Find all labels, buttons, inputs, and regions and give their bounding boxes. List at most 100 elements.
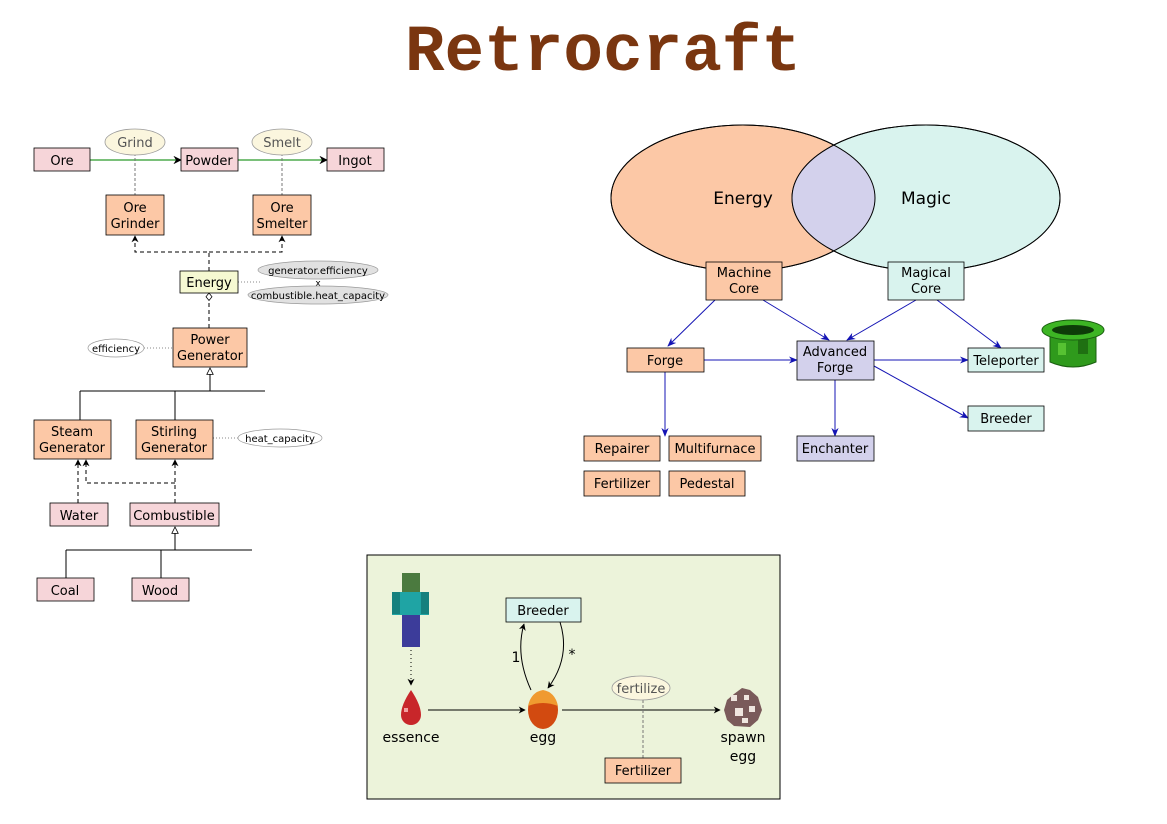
svg-text:Breeder: Breeder xyxy=(980,412,1032,427)
egg-to-breeder-edge xyxy=(518,623,532,691)
efficiency-attribute: efficiency xyxy=(87,338,145,358)
magical-core-to-advanced-forge-edge xyxy=(846,299,917,341)
ingot-box: Ingot xyxy=(326,147,385,172)
green-pipe-icon xyxy=(1041,319,1105,368)
energy-to-machines-edge xyxy=(131,235,210,271)
breeding-panel-background xyxy=(366,554,781,800)
svg-text:Energy: Energy xyxy=(186,276,232,291)
breeding-fertilizer-box: Fertilizer xyxy=(604,757,682,784)
svg-text:efficiency: efficiency xyxy=(92,344,140,355)
power-generator-box: Power Generator xyxy=(172,327,248,368)
svg-text:Stirling: Stirling xyxy=(151,425,197,440)
page-title: Retrocraft xyxy=(405,15,801,90)
energy-circle-label: Energy xyxy=(713,189,773,209)
grind-process: Grind xyxy=(104,128,166,156)
egg-icon xyxy=(528,690,558,729)
svg-text:Forge: Forge xyxy=(817,361,853,376)
machine-core-to-forge-edge xyxy=(667,299,716,347)
svg-text:Ingot: Ingot xyxy=(338,154,371,169)
svg-text:Generator: Generator xyxy=(39,441,106,456)
ore-box: Ore xyxy=(33,147,91,172)
svg-text:Repairer: Repairer xyxy=(595,442,650,457)
venn-edges xyxy=(661,299,1002,437)
svg-text:Machine: Machine xyxy=(717,266,771,281)
player-icon xyxy=(392,573,429,647)
wood-box: Wood xyxy=(131,577,190,602)
svg-text:Coal: Coal xyxy=(51,584,80,599)
egg-label: egg xyxy=(530,730,556,746)
breeder-to-egg-edge xyxy=(547,621,565,689)
svg-text:Forge: Forge xyxy=(647,354,683,369)
svg-text:Teleporter: Teleporter xyxy=(972,354,1039,369)
essence-drop-icon xyxy=(401,690,421,725)
combustible-box: Combustible xyxy=(129,502,220,527)
svg-text:Combustible: Combustible xyxy=(133,509,215,524)
svg-text:Grinder: Grinder xyxy=(111,217,161,232)
pedestal-box: Pedestal xyxy=(668,470,746,497)
magical-core-to-teleporter-edge xyxy=(936,299,1002,349)
svg-text:Fertilizer: Fertilizer xyxy=(615,764,672,779)
svg-text:Grind: Grind xyxy=(117,136,153,151)
svg-text:generator.efficiency: generator.efficiency xyxy=(268,266,368,277)
svg-text:Steam: Steam xyxy=(51,425,93,440)
svg-text:combustible.heat_capacity: combustible.heat_capacity xyxy=(251,291,385,302)
fertilize-process: fertilize xyxy=(611,675,671,701)
combustible-to-steam-edge xyxy=(82,459,175,484)
spawn-egg-label-line2: egg xyxy=(730,749,756,765)
essence-label: essence xyxy=(383,730,440,746)
coal-box: Coal xyxy=(36,577,95,602)
spawn-egg-icon xyxy=(724,688,762,727)
heat-capacity-attribute: heat_capacity xyxy=(237,428,323,448)
svg-text:Enchanter: Enchanter xyxy=(802,442,869,457)
combine-symbol: x xyxy=(315,279,321,289)
svg-text:Core: Core xyxy=(729,282,759,297)
processing-tree: Ore Powder Ingot Grind Smelt Ore Grinder… xyxy=(33,128,389,602)
combustible-heat-capacity-attribute: combustible.heat_capacity xyxy=(247,285,389,305)
venn-diagram: Energy Magic Machine Core Magical Core F xyxy=(583,124,1105,497)
energy-to-smelter-edge xyxy=(209,235,286,253)
energy-box: Energy xyxy=(179,270,239,294)
multifurnace-box: Multifurnace xyxy=(668,435,762,462)
machine-core-box: Machine Core xyxy=(705,261,783,301)
svg-text:Power: Power xyxy=(190,333,230,348)
svg-text:Smelt: Smelt xyxy=(263,136,301,151)
breeding-panel: Breeder 1 * fertilize Fertilizer essence xyxy=(366,554,781,800)
breeding-breeder-box: Breeder xyxy=(505,597,582,623)
svg-text:Fertilizer: Fertilizer xyxy=(594,477,651,492)
ore-smelter-box: Ore Smelter xyxy=(252,194,312,236)
breeder-box: Breeder xyxy=(967,405,1045,432)
count-one-label: 1 xyxy=(512,650,521,666)
magic-circle-label: Magic xyxy=(901,189,951,209)
svg-text:Magical: Magical xyxy=(901,266,951,281)
svg-text:Ore: Ore xyxy=(270,201,293,216)
steam-generator-box: Steam Generator xyxy=(33,419,112,460)
svg-text:fertilize: fertilize xyxy=(617,682,666,697)
svg-text:heat_capacity: heat_capacity xyxy=(245,434,315,445)
svg-text:Ore: Ore xyxy=(50,154,73,169)
spawn-egg-label-line1: spawn xyxy=(720,730,765,746)
enchanter-box: Enchanter xyxy=(796,435,875,462)
svg-text:Core: Core xyxy=(911,282,941,297)
teleporter-box: Teleporter xyxy=(967,347,1045,373)
svg-text:Smelter: Smelter xyxy=(257,217,309,232)
ore-grinder-box: Ore Grinder xyxy=(105,194,165,236)
svg-text:Wood: Wood xyxy=(142,584,178,599)
water-box: Water xyxy=(49,502,109,527)
fertilizer-box: Fertilizer xyxy=(583,470,661,497)
svg-text:Advanced: Advanced xyxy=(803,345,867,360)
advanced-forge-to-breeder-edge xyxy=(873,365,969,419)
svg-text:Multifurnace: Multifurnace xyxy=(674,442,755,457)
count-many-label: * xyxy=(569,647,576,663)
svg-text:Generator: Generator xyxy=(177,349,244,364)
powder-box: Powder xyxy=(180,147,239,172)
svg-text:Powder: Powder xyxy=(185,154,233,169)
svg-text:Ore: Ore xyxy=(123,201,146,216)
advanced-forge-box: Advanced Forge xyxy=(796,340,875,381)
svg-text:Breeder: Breeder xyxy=(517,604,569,619)
stirling-generator-box: Stirling Generator xyxy=(135,419,214,460)
machine-core-to-advanced-forge-edge xyxy=(762,299,830,341)
svg-text:Pedestal: Pedestal xyxy=(679,477,734,492)
magical-core-box: Magical Core xyxy=(887,261,965,301)
forge-box: Forge xyxy=(626,347,705,373)
